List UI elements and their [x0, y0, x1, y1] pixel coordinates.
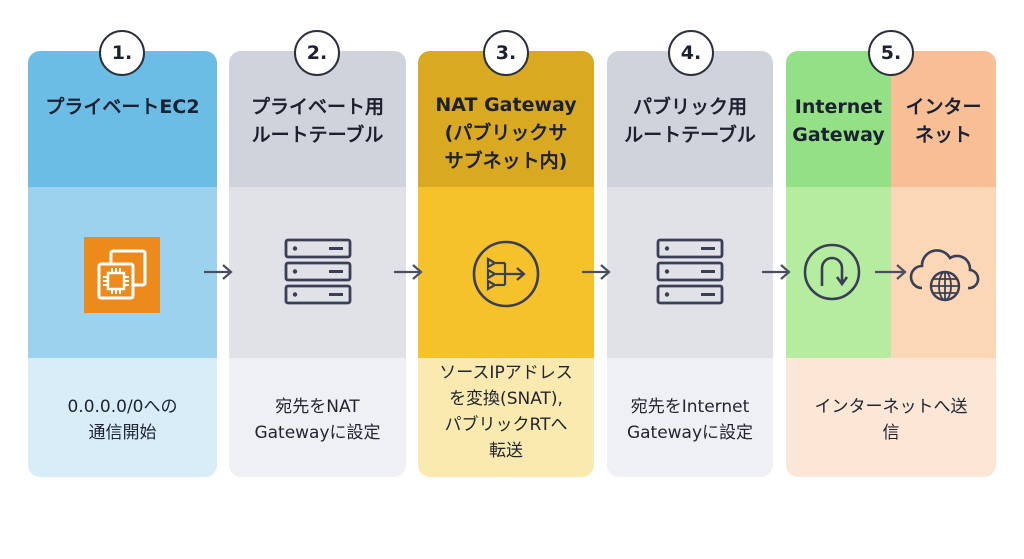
step-4-badge: 4. [668, 30, 714, 76]
nat-gateway-icon [472, 240, 540, 308]
step-4-footer: 宛先をInternet Gatewayに設定 [607, 358, 773, 477]
step-1-footer: 0.0.0.0/0への 通信開始 [28, 358, 217, 477]
step-5-header-internet: インター ネット [891, 51, 996, 187]
step-3-description: ソースIPアドレス を変換(SNAT), パブリックRTへ 転送 [439, 363, 573, 461]
step-5-icon-area-left [786, 187, 891, 358]
arrow-4-to-5-icon [762, 264, 791, 280]
step-5-title-left: Internet Gateway [792, 96, 885, 146]
step-1-badge: 1. [99, 30, 145, 76]
step-1-description: 0.0.0.0/0への 通信開始 [67, 397, 178, 443]
step-5-title-right: インター ネット [905, 96, 982, 146]
cloud-globe-icon [909, 249, 980, 302]
arrow-gateway-to-internet-icon [875, 264, 907, 280]
step-5-badge: 5. [868, 30, 914, 76]
route-table-server-icon [656, 238, 724, 305]
step-2-badge: 2. [294, 30, 340, 76]
step-4-column: パブリック用 ルートテーブル 宛先をInternet Gatewayに設定 [607, 51, 773, 477]
internet-gateway-icon [803, 243, 861, 301]
arrow-3-to-4-icon [582, 264, 611, 280]
step-2-footer: 宛先をNAT Gatewayに設定 [229, 358, 406, 477]
step-2-title: プライベート用 ルートテーブル [250, 96, 384, 146]
route-table-server-icon [284, 238, 352, 305]
step-5-column: Internet Gateway インター ネット インターネットへ送 信 [786, 51, 996, 477]
step-4-description: 宛先をInternet Gatewayに設定 [626, 397, 754, 443]
step-2-description: 宛先をNAT Gatewayに設定 [254, 397, 381, 443]
step-3-footer: ソースIPアドレス を変換(SNAT), パブリックRTへ 転送 [418, 358, 594, 477]
step-5-description: インターネットへ送 信 [814, 397, 968, 443]
step-5-footer: インターネットへ送 信 [786, 358, 996, 477]
step-1-title: プライベートEC2 [45, 96, 200, 118]
step-3-badge: 3. [483, 30, 529, 76]
arrow-2-to-3-icon [394, 264, 423, 280]
step-2-column: プライベート用 ルートテーブル 宛先をNAT Gatewayに設定 [229, 51, 406, 477]
arrow-1-to-2-icon [204, 264, 233, 280]
step-5-header-internet-gateway: Internet Gateway [786, 51, 891, 187]
step-2-icon-area [229, 187, 406, 358]
step-4-icon-area [607, 187, 773, 358]
ec2-instance-icon [84, 237, 160, 313]
step-4-title: パブリック用 ルートテーブル [624, 96, 756, 146]
step-3-title: NAT Gateway (パブリックサ サブネット内) [435, 94, 577, 172]
